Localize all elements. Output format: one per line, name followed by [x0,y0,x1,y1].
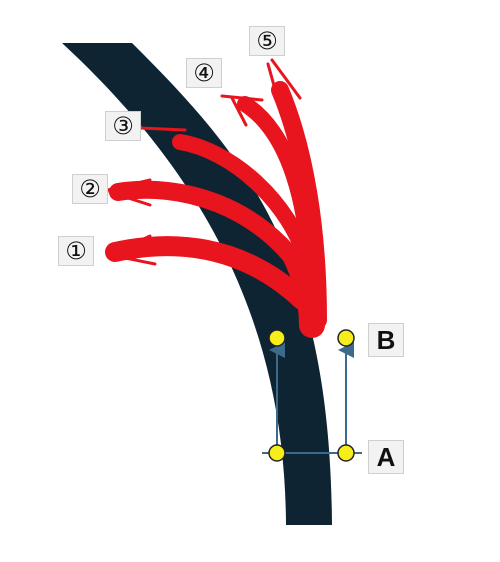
label-5: ⑤ [249,26,285,56]
stroke-1-tip [106,234,157,266]
stroke-3-tip [138,126,187,132]
label-b: B [368,323,404,357]
stroke-1 [105,236,312,310]
label-1: ① [58,236,94,266]
stroke-base [282,242,325,338]
label-3: ③ [105,111,141,141]
stroke-4-tip [220,94,264,127]
stroke-5-tip [266,58,302,102]
label-4: ④ [186,58,222,88]
point-a-left [268,444,286,462]
label-2: ② [72,174,108,204]
point-a-right [337,444,355,462]
points [268,329,355,462]
label-a: A [368,440,404,474]
point-b-left [268,329,286,347]
point-b-right [337,329,355,347]
stroke-2-tip [106,178,152,207]
red-strokes [105,58,327,338]
